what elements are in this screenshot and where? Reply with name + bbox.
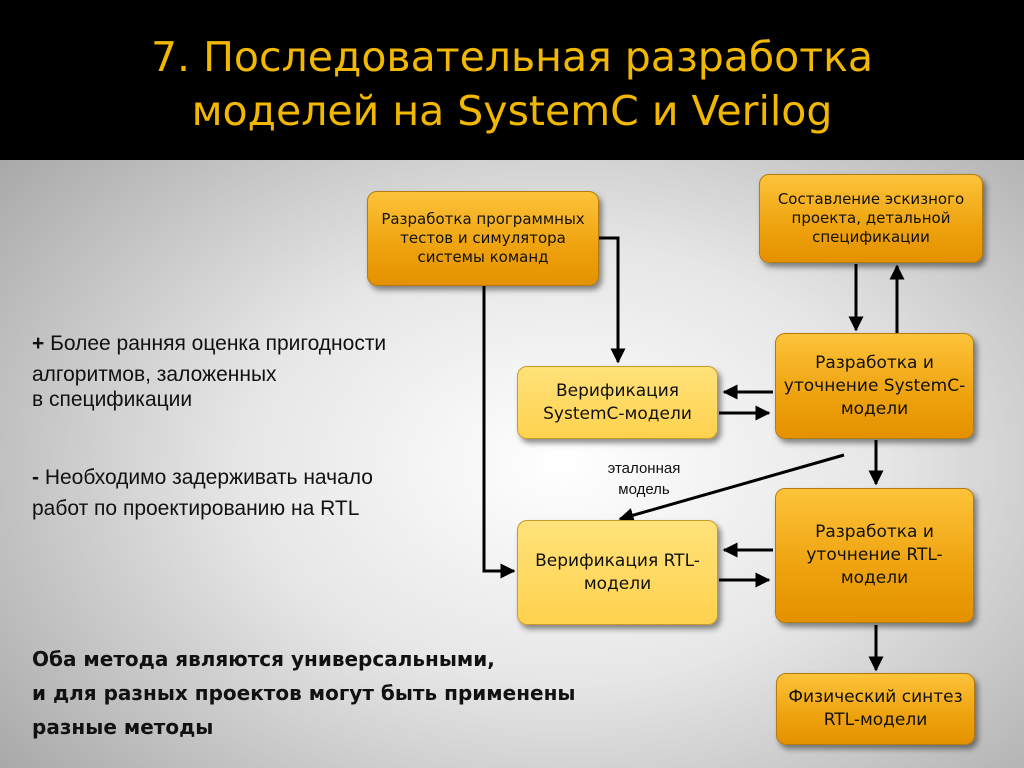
reference-model-label-line-2: модель: [618, 481, 670, 498]
box-test-development-text: Разработка программных тестов и симулято…: [381, 210, 585, 266]
slide-title-line-1: 7. Последовательная разработка: [150, 33, 874, 81]
box-physical-synthesis-text: Физический синтез RTL-модели: [788, 687, 963, 730]
arrow-reference-model: [618, 453, 845, 523]
box-physical-synthesis: Физический синтез RTL-модели: [776, 673, 975, 745]
box-systemc-verification: Верификация SystemC-модели: [517, 366, 718, 439]
box-rtl-development-text: Разработка и уточнение RTL-модели: [806, 522, 943, 588]
conclusion-line-1: Оба метода являются универсальными,: [32, 647, 495, 671]
slide-title-line-2: моделей на SystemC и Verilog: [191, 87, 833, 135]
arrow-tests-to-verif-rtl: [482, 286, 516, 579]
box-systemc-development-text: Разработка и уточнение SystemC-модели: [783, 352, 966, 419]
advantage-line-1: + Более ранняя оценка пригодности: [32, 328, 492, 359]
minus-sign: -: [32, 466, 39, 489]
box-test-development: Разработка программных тестов и симулято…: [367, 191, 599, 286]
reference-model-label: эталонная модель: [583, 458, 705, 500]
slide-title: 7. Последовательная разработка моделей н…: [0, 30, 1024, 138]
title-bar: 7. Последовательная разработка моделей н…: [0, 0, 1024, 160]
box-systemc-development: Разработка и уточнение SystemC-модели: [775, 333, 974, 439]
advantage-line-2: алгоритмов, заложенных: [32, 363, 277, 386]
advantage-line-3: в спецификации: [32, 388, 193, 411]
reference-model-label-line-1: эталонная: [607, 460, 681, 477]
disadvantage-text: - Необходимо задерживать начало работ по…: [32, 462, 492, 524]
disadvantage-line-2: работ по проектированию на RTL: [32, 497, 360, 520]
disadvantage-line-1-text: Необходимо задерживать начало: [39, 466, 373, 489]
arrow-tests-to-verif-systemc: [599, 236, 626, 364]
box-specification: Составление эскизного проекта, детальной…: [759, 174, 983, 263]
box-systemc-verification-text: Верификация SystemC-модели: [543, 380, 692, 424]
disadvantage-line-1: - Необходимо задерживать начало: [32, 462, 492, 493]
box-rtl-verification: Верификация RTL-модели: [517, 520, 718, 625]
conclusion-text: Оба метода являются универсальными, и дл…: [32, 642, 672, 744]
conclusion-line-3: разные методы: [32, 715, 214, 739]
box-rtl-verification-text: Верификация RTL-модели: [535, 550, 700, 594]
conclusion-line-2: и для разных проектов могут быть примене…: [32, 681, 576, 705]
advantage-line-1-text: Более ранняя оценка пригодности: [44, 332, 387, 355]
advantage-text: + Более ранняя оценка пригодности алгори…: [32, 328, 492, 415]
plus-sign: +: [32, 332, 45, 355]
box-specification-text: Составление эскизного проекта, детальной…: [777, 190, 965, 246]
box-rtl-development: Разработка и уточнение RTL-модели: [775, 488, 974, 623]
